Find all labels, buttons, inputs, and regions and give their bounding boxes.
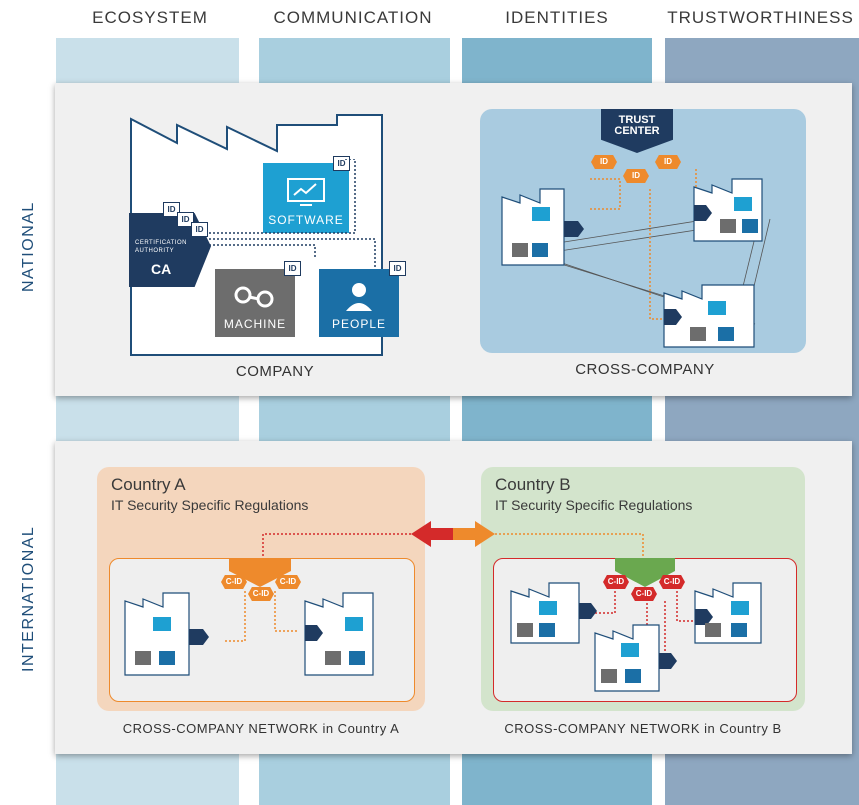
company-id-badge-right: ID (655, 155, 681, 169)
monitor-chart-icon (287, 178, 325, 206)
national-panel: CERTIFICATION AUTHORITY CA ID ID ID SOFT… (55, 83, 852, 396)
company-id-badge-left: ID (591, 155, 617, 169)
c-id-badge-b-right: C-ID (659, 575, 685, 589)
row-label-international: INTERNATIONAL (20, 525, 37, 672)
c-id-badge-a-right: C-ID (275, 575, 301, 589)
ca-label: CA (151, 261, 172, 277)
international-panel: Country A IT Security Specific Regulatio… (55, 441, 852, 754)
international-network-graphics (124, 521, 762, 692)
ca-small-label: CERTIFICATION AUTHORITY (135, 240, 187, 254)
cross-company-caption: CROSS-COMPANY (575, 361, 715, 378)
row-label-national: NATIONAL (20, 201, 37, 292)
country-a-subtitle: IT Security Specific Regulations (111, 497, 309, 513)
machine-icon (234, 286, 274, 308)
person-icon (346, 283, 372, 311)
c-id-badge-b-left: C-ID (603, 575, 629, 589)
people-id-tag: ID (389, 261, 406, 276)
software-box: SOFTWARE (263, 163, 349, 233)
country-b-caption: CROSS-COMPANY NETWORK in Country B (504, 721, 782, 736)
column-header-identities: IDENTITIES (505, 8, 609, 27)
software-label: SOFTWARE (268, 213, 344, 227)
country-b-subtitle: IT Security Specific Regulations (495, 497, 693, 513)
people-box: PEOPLE (319, 269, 399, 337)
ca-id-tag-1: ID (163, 202, 180, 217)
company-connectors (209, 159, 376, 269)
c-id-badge-a-center: C-ID (248, 587, 274, 601)
cross-company-network (501, 169, 771, 348)
column-header-trustworthiness: TRUSTWORTHINESS (667, 8, 854, 27)
trust-center-label: TRUST CENTER (614, 114, 660, 137)
c-id-badge-a-left: C-ID (221, 575, 247, 589)
country-a-title: Country A (111, 475, 186, 494)
machine-id-tag: ID (284, 261, 301, 276)
country-a-caption: CROSS-COMPANY NETWORK in Country A (122, 721, 400, 736)
country-b-title: Country B (495, 475, 571, 494)
machine-box: MACHINE (215, 269, 295, 337)
ca-id-tag-3: ID (191, 222, 208, 237)
people-label: PEOPLE (331, 317, 387, 331)
company-id-badge-center: ID (623, 169, 649, 183)
company-caption: COMPANY (235, 363, 315, 380)
machine-label: MACHINE (223, 317, 287, 331)
c-id-badge-b-center: C-ID (631, 587, 657, 601)
column-header-ecosystem: ECOSYSTEM (92, 8, 208, 27)
ca-id-tag-2: ID (177, 212, 194, 227)
column-header-communication: COMMUNICATION (273, 8, 433, 27)
